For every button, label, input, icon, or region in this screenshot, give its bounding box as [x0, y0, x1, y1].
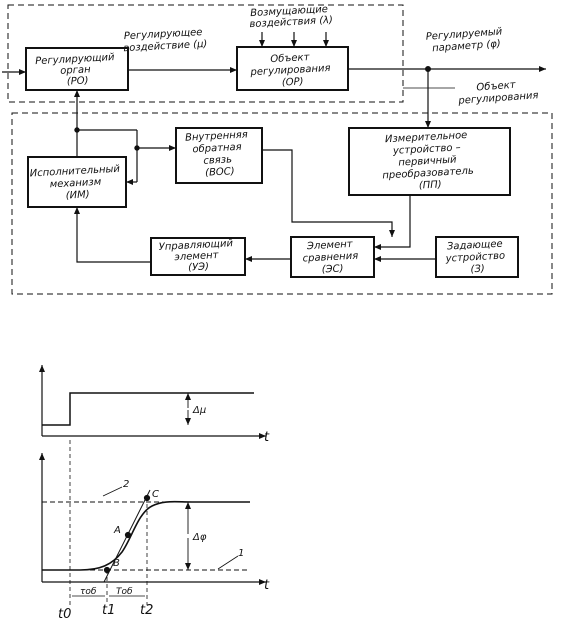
or-label: Объект регулирования (ОР) — [249, 50, 335, 90]
block-diagram — [2, 4, 553, 295]
response-curve — [42, 500, 250, 571]
disturbances-label: Возмущающие воздействия (λ) — [249, 4, 334, 30]
controller-boundary — [11, 112, 553, 295]
bottom-t-label: t — [264, 578, 270, 593]
arrow-vos-es — [262, 149, 395, 237]
object-label: Объект регулирования — [456, 77, 539, 107]
reg-action-label: Регулирующее воздействие (μ) — [122, 27, 207, 54]
delta-mu-label: Δμ — [192, 405, 206, 416]
block-vos — [175, 127, 263, 184]
plot-labels: t t Δμ Δφ 2 1 A B C τоб Tоб t0 t1 t2 — [58, 405, 270, 622]
response-plot — [39, 365, 266, 605]
curve1-label: 1 — [238, 548, 244, 559]
t-ob-label: Tоб — [116, 587, 133, 597]
arrow-pp-es — [374, 195, 411, 250]
top-t-label: t — [264, 430, 270, 445]
arrow-uz-im — [74, 207, 151, 263]
curve2-leader — [102, 486, 123, 497]
im-label: Исполнительный механизм (ИМ) — [30, 164, 125, 204]
point-a-label: A — [113, 525, 121, 536]
point-c-label: C — [152, 489, 159, 500]
vos-label: Внутренняя обратная связь (ВОС) — [185, 129, 253, 179]
ro-label: Регулирующий орган (РО) — [35, 52, 119, 89]
object-boundary — [7, 4, 404, 103]
z-label: Задающее устройство (З) — [444, 238, 509, 276]
point-a — [124, 531, 132, 539]
point-b — [103, 566, 111, 574]
tau-ob-label: τоб — [80, 587, 97, 597]
step-input — [42, 392, 254, 426]
curve2-label: 2 — [123, 479, 129, 490]
t0-label: t0 — [58, 607, 71, 622]
curve1-leader — [217, 555, 239, 570]
pp-label: Измерительное устройство – первичный пре… — [380, 130, 478, 194]
block-texts: Регулирующий орган (РО) Объект регулиров… — [30, 50, 509, 276]
point-b-label: B — [113, 558, 120, 569]
block-z — [435, 236, 519, 278]
block-pp — [348, 127, 511, 196]
diagram-labels: Регулирующее воздействие (μ) Возмущающие… — [122, 4, 539, 107]
es-label: Элемент сравнения (ЭС) — [302, 238, 363, 276]
uz-label: Управляющий элемент (УЭ) — [158, 238, 237, 275]
delta-phi-label: Δφ — [192, 532, 207, 543]
point-c — [143, 494, 151, 502]
t2-label: t2 — [140, 603, 153, 618]
t1-label: t1 — [102, 603, 115, 618]
reg-param-label: Регулируемый параметр (φ) — [425, 26, 506, 55]
